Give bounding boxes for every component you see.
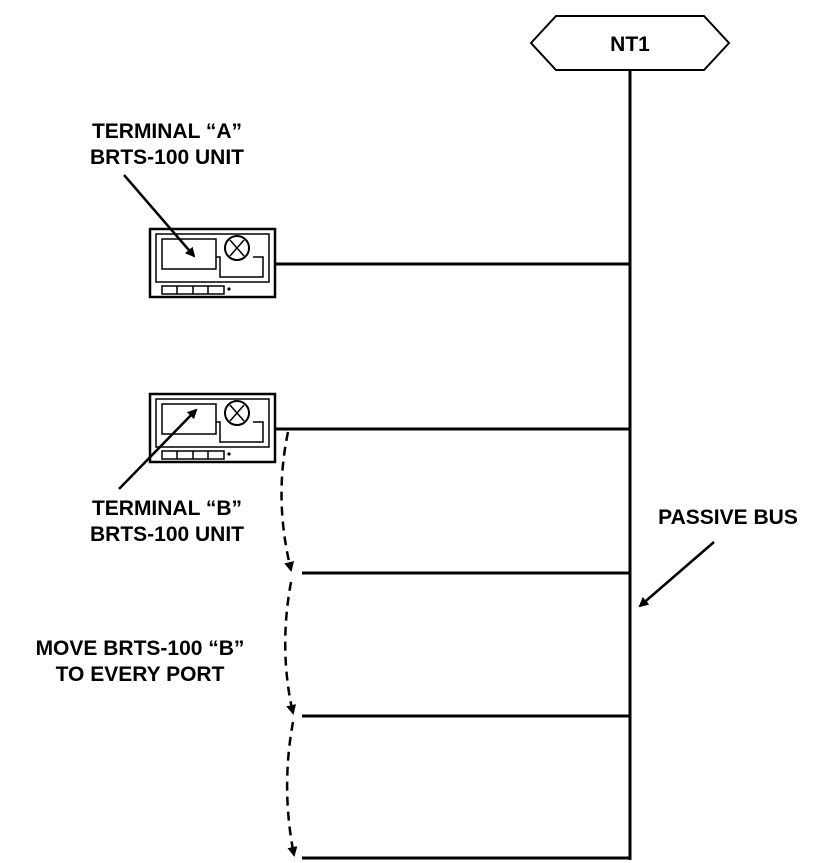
move-instruction-line2: TO EVERY PORT [56, 663, 225, 686]
passive-bus-label: PASSIVE BUS [658, 506, 798, 529]
terminal-b-device [148, 392, 277, 464]
passive-bus-pointer-arrow [638, 541, 715, 608]
move-instruction-line1: MOVE BRTS-100 “B” [36, 637, 245, 660]
terminal-a-label: TERMINAL “A” BRTS-100 UNIT [90, 120, 244, 169]
move-arrow-to-port-5 [285, 721, 298, 857]
move-instruction: MOVE BRTS-100 “B” TO EVERY PORT [36, 637, 245, 686]
terminal-a-label-line2: BRTS-100 UNIT [90, 146, 244, 169]
bus-ports [275, 262, 630, 860]
terminal-b-pointer-arrow [118, 408, 198, 490]
nt1-node: NT1 [529, 15, 731, 71]
move-arrow-to-port-3 [280, 431, 294, 572]
move-path-arrows [280, 431, 298, 857]
nt1-label: NT1 [610, 33, 650, 56]
terminal-b-label-line1: TERMINAL “B” [92, 497, 242, 520]
terminal-b-label-line2: BRTS-100 UNIT [90, 523, 244, 546]
terminal-b-label: TERMINAL “B” BRTS-100 UNIT [90, 497, 244, 546]
terminal-a-label-line1: TERMINAL “A” [92, 120, 242, 143]
terminal-a-pointer-arrow [123, 174, 196, 258]
move-arrow-to-port-4 [284, 581, 297, 715]
terminal-a-device [148, 227, 277, 299]
